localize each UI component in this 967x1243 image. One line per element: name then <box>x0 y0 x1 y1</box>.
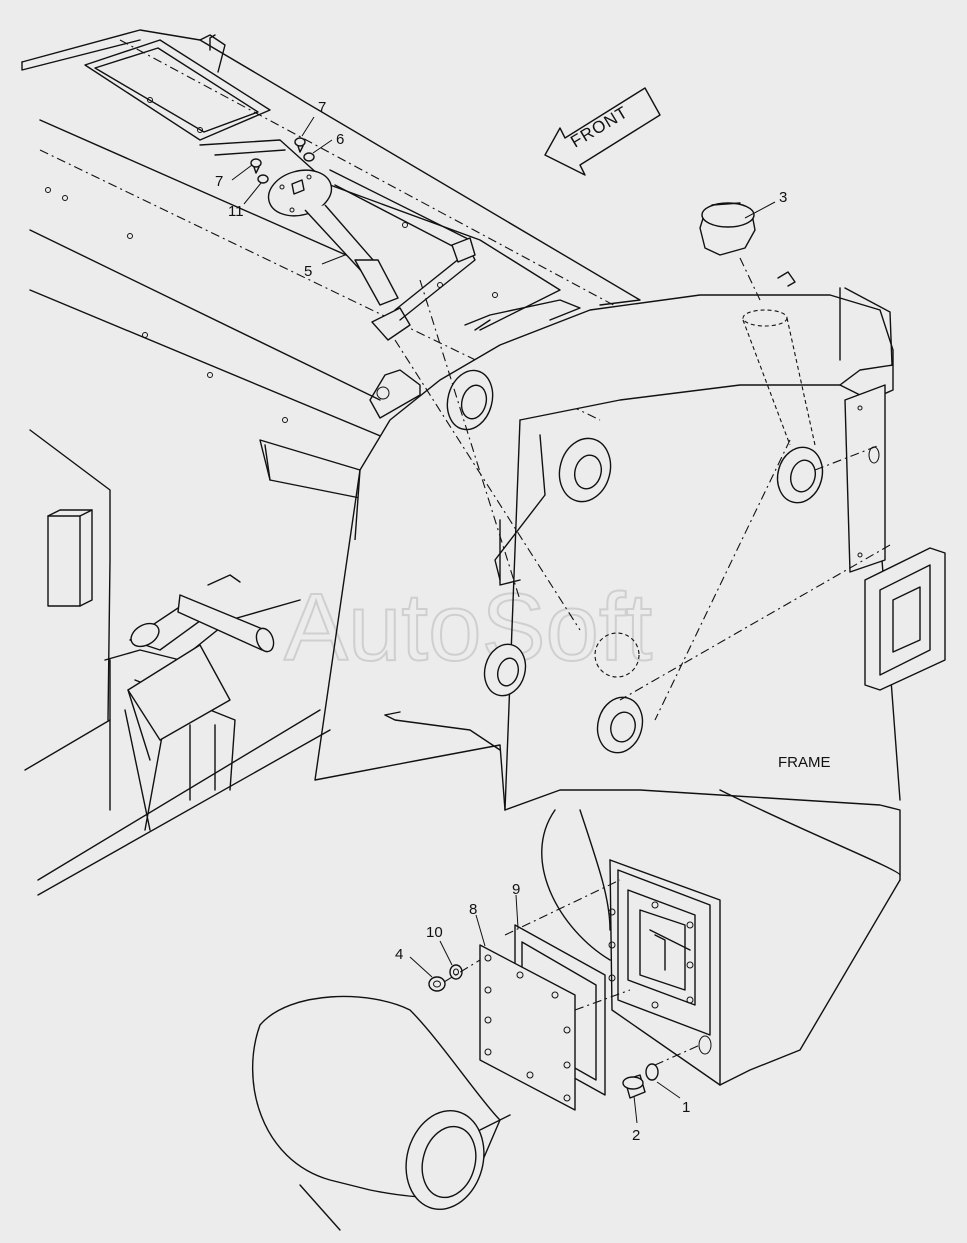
bolt-7-upper <box>294 137 306 153</box>
boom-bushings <box>369 369 824 754</box>
leader-lines <box>231 116 776 1124</box>
callout-7-upper: 7 <box>318 99 326 116</box>
front-direction-arrow: FRONT <box>544 87 661 176</box>
callout-1: 1 <box>682 1099 690 1116</box>
right-side-plates <box>844 384 946 691</box>
cover-plate-assembly <box>479 879 631 1111</box>
callout-3: 3 <box>779 189 787 206</box>
upper-frame-rail <box>21 29 661 441</box>
nut-4 <box>428 976 446 992</box>
callout-11: 11 <box>228 203 244 220</box>
bushing-c <box>776 446 824 504</box>
bushing-d <box>483 643 527 697</box>
bolt-7-lower <box>250 158 262 174</box>
bushing-e <box>596 696 644 754</box>
callout-4: 4 <box>395 946 403 963</box>
hub-casting <box>252 995 511 1231</box>
lower-frame <box>541 789 901 1086</box>
callout-2: 2 <box>632 1127 640 1144</box>
level-gauge-5 <box>267 169 476 341</box>
o-ring-1 <box>645 1063 659 1081</box>
filler-cap-3 <box>699 202 761 301</box>
callout-6: 6 <box>336 131 344 148</box>
bushing-b <box>558 437 612 503</box>
bushing-a <box>446 369 494 431</box>
washer-11 <box>257 174 269 184</box>
watermark: AutoSoft <box>284 574 652 681</box>
boom-main-plate <box>314 287 901 881</box>
washer-6 <box>303 152 315 162</box>
filler-neck <box>742 271 816 446</box>
plug-2 <box>622 1074 646 1099</box>
callout-7-lower: 7 <box>215 173 223 190</box>
callout-5: 5 <box>304 263 312 280</box>
callout-8: 8 <box>469 901 477 918</box>
callout-10: 10 <box>426 924 443 941</box>
callouts: 7 6 7 11 5 3 4 10 8 9 1 2 <box>215 99 787 1144</box>
bolt-circle-pattern <box>594 632 640 678</box>
cover-plate-8 <box>479 944 576 1111</box>
washer-10 <box>449 964 463 980</box>
left-lower-structure <box>24 429 371 896</box>
frame-label: FRAME <box>778 754 831 771</box>
callout-9: 9 <box>512 881 520 898</box>
